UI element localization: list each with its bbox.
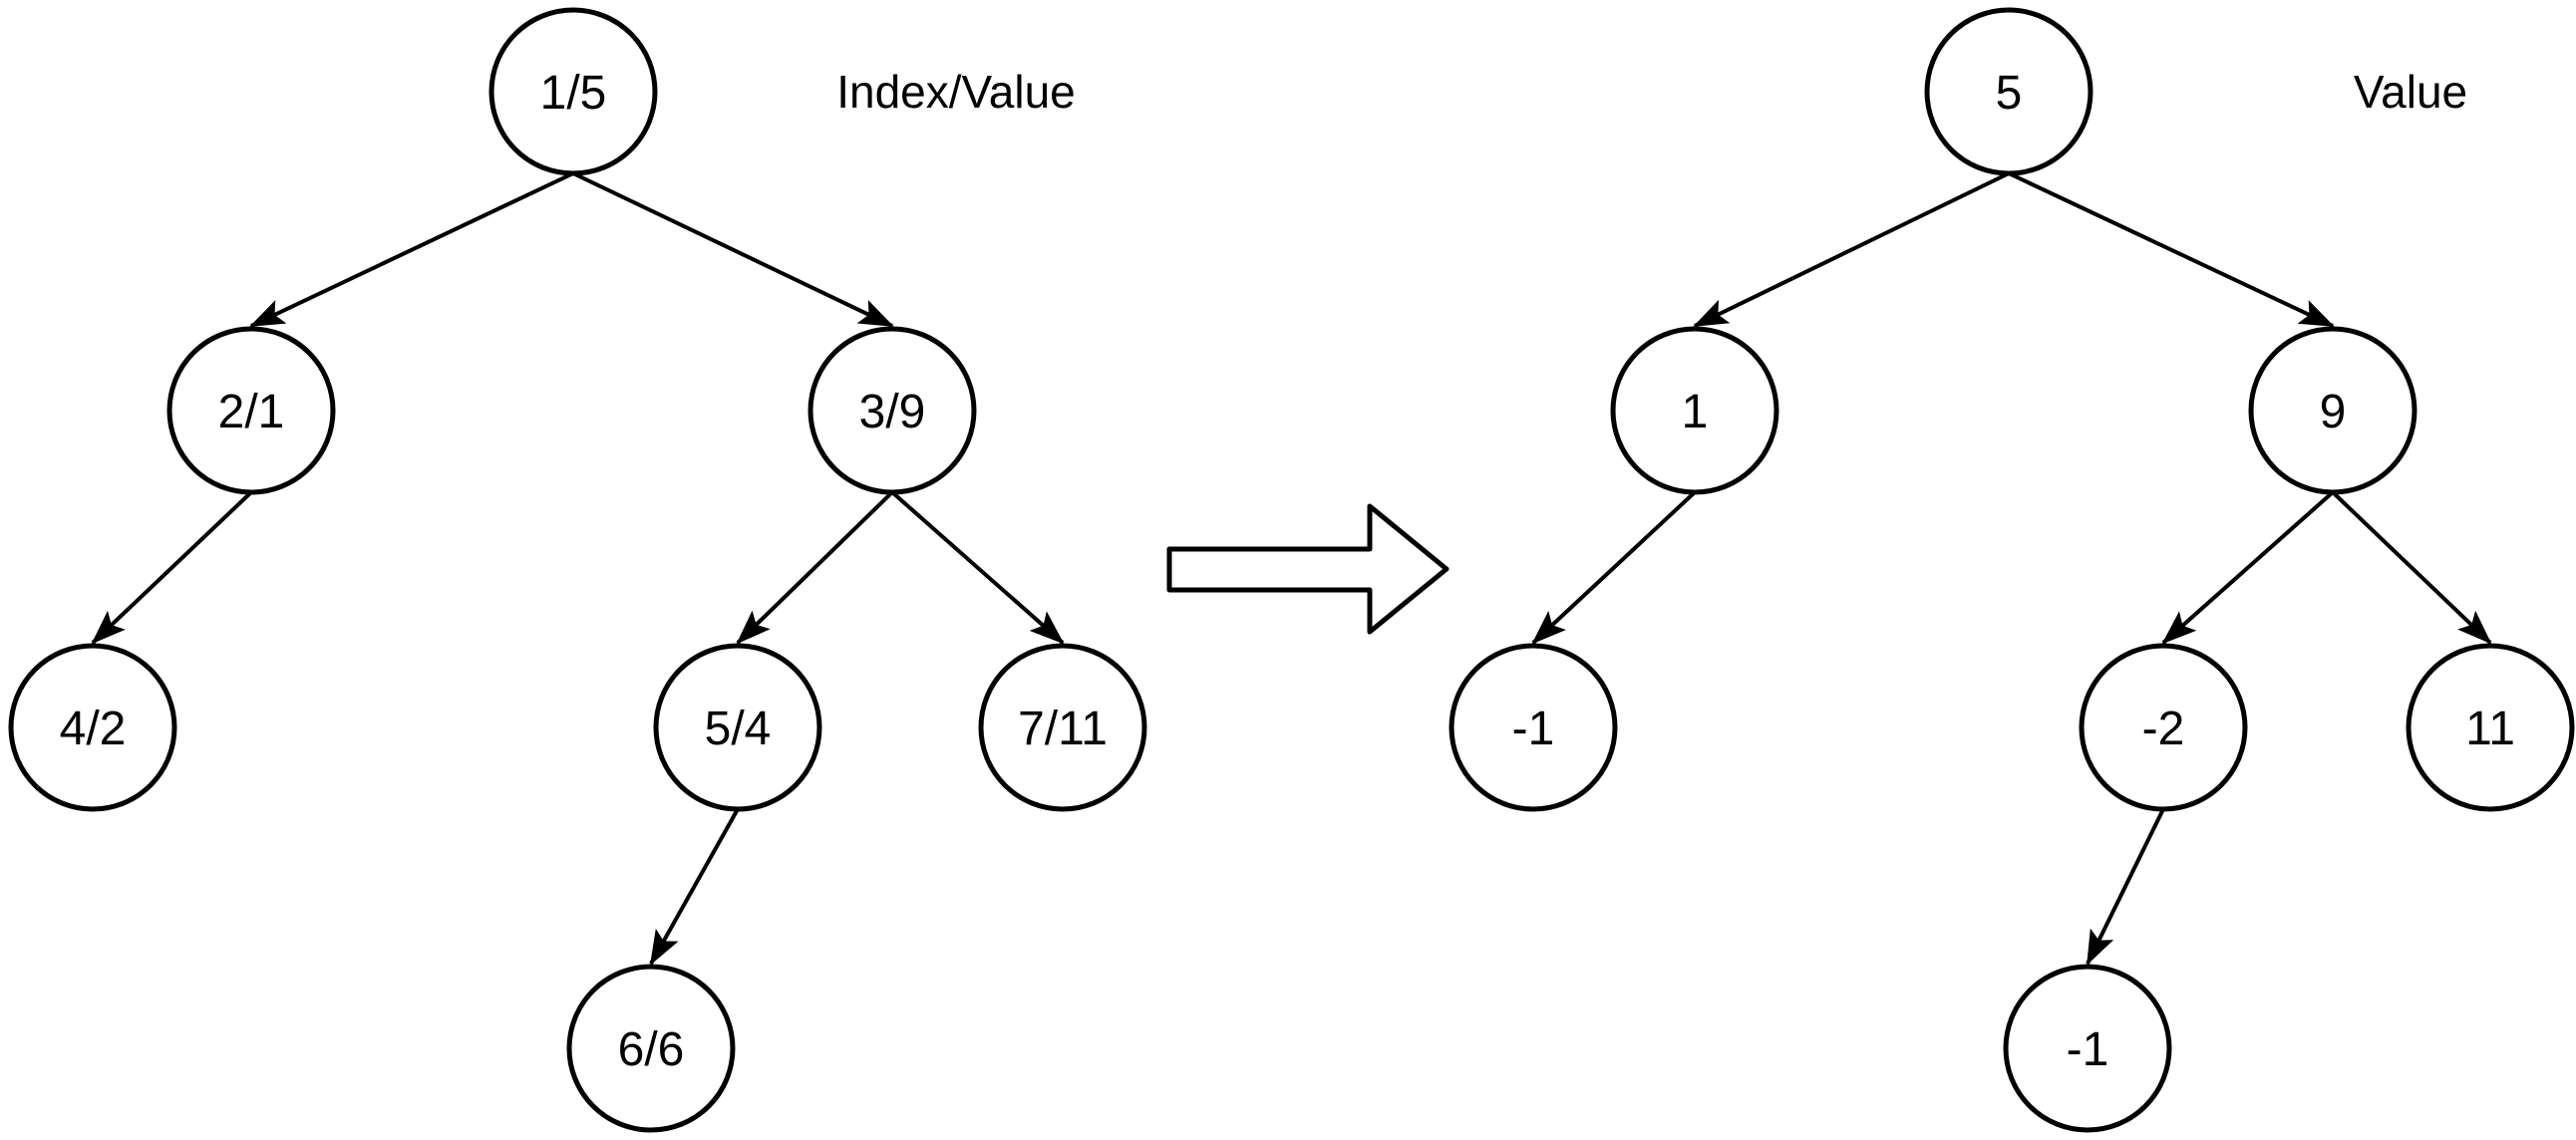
tree-node-label: 1 bbox=[1682, 386, 1709, 438]
tree-edge bbox=[572, 171, 894, 328]
tree-edge bbox=[2086, 808, 2165, 966]
tree-node-label: 5/4 bbox=[705, 703, 772, 755]
transform-right-arrow-icon bbox=[1166, 503, 1449, 635]
tree-node-circle bbox=[566, 964, 736, 1133]
tree-node: 5/4 bbox=[653, 643, 822, 812]
tree-edge bbox=[91, 490, 253, 645]
tree-node-circle bbox=[166, 326, 336, 495]
tree-edge bbox=[249, 171, 574, 328]
tree-node-circle bbox=[2079, 643, 2248, 812]
tree-node-circle bbox=[488, 7, 658, 176]
tree-node: 1/5 bbox=[488, 7, 658, 176]
tree-node-label: 9 bbox=[2320, 386, 2347, 438]
tree-node-circle bbox=[2406, 643, 2575, 812]
tree-node: 11 bbox=[2406, 643, 2575, 812]
tree-node-circle bbox=[2003, 964, 2172, 1133]
tree-node-label: 4/2 bbox=[60, 703, 127, 755]
tree-node: 5 bbox=[1924, 7, 2093, 176]
tree-node: -1 bbox=[1449, 643, 1618, 812]
tree-node-label: -2 bbox=[2142, 703, 2185, 755]
tree-node: 9 bbox=[2248, 326, 2417, 495]
tree-node-label: -1 bbox=[2067, 1023, 2109, 1076]
tree-node-label: 7/11 bbox=[1018, 703, 1108, 755]
right-tree-nodes: 5 1 9 -1 -2 11 -1 bbox=[1449, 7, 2575, 1133]
tree-node-label: 6/6 bbox=[618, 1023, 685, 1076]
tree-edge bbox=[2331, 490, 2492, 645]
tree-node: 4/2 bbox=[8, 643, 177, 812]
tree-node-circle bbox=[1449, 643, 1618, 812]
tree-node-label: 2/1 bbox=[218, 386, 285, 438]
tree-node: 6/6 bbox=[566, 964, 736, 1133]
tree-edge bbox=[1531, 490, 1697, 645]
right-tree-edges bbox=[1531, 171, 2492, 966]
tree-node: 1 bbox=[1610, 326, 1779, 495]
tree-node: 7/11 bbox=[978, 643, 1147, 812]
tree-node-circle bbox=[653, 643, 822, 812]
tree-edge bbox=[649, 808, 740, 966]
left-tree-nodes: 1/5 2/1 3/9 4/2 5/4 7/11 6/6 bbox=[8, 7, 1147, 1133]
tree-node-circle bbox=[1924, 7, 2093, 176]
tree-node-circle bbox=[807, 326, 977, 495]
left-tree-caption: Index/Value bbox=[836, 66, 1076, 118]
tree-node-label: -1 bbox=[1512, 703, 1555, 755]
tree-edge bbox=[2161, 490, 2335, 645]
tree-node: 3/9 bbox=[807, 326, 977, 495]
tree-node-label: 3/9 bbox=[859, 386, 926, 438]
tree-edge bbox=[2008, 171, 2335, 328]
tree-edge bbox=[736, 490, 894, 645]
tree-edge bbox=[1693, 171, 2010, 328]
right-tree-caption: Value bbox=[2354, 66, 2467, 118]
tree-edge bbox=[890, 490, 1065, 645]
left-tree-edges bbox=[91, 171, 1065, 966]
tree-node-label: 11 bbox=[2465, 703, 2515, 755]
tree-node-label: 1/5 bbox=[540, 67, 607, 120]
tree-node-circle bbox=[1610, 326, 1779, 495]
tree-node-circle bbox=[8, 643, 177, 812]
tree-node: -2 bbox=[2079, 643, 2248, 812]
tree-node-label: 5 bbox=[1996, 67, 2023, 120]
tree-node-circle bbox=[978, 643, 1147, 812]
tree-node-circle bbox=[2248, 326, 2417, 495]
tree-node: 2/1 bbox=[166, 326, 336, 495]
tree-node: -1 bbox=[2003, 964, 2172, 1133]
